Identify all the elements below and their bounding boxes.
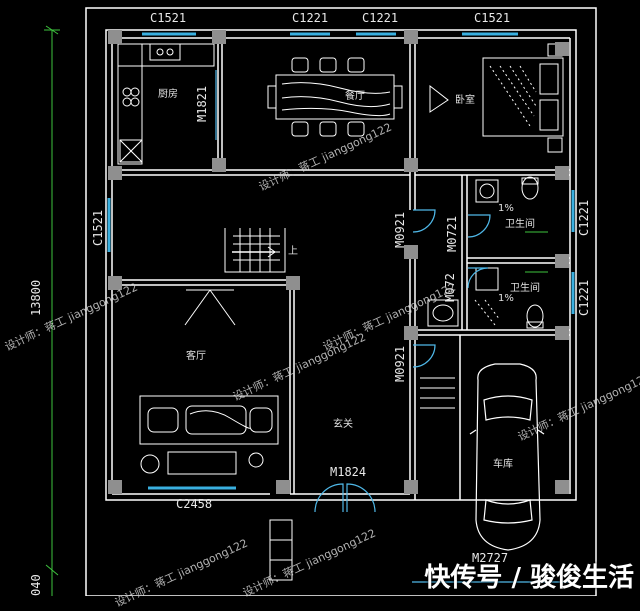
room-label-bath2: 卫生间: [510, 283, 540, 294]
staircase: [224, 228, 286, 273]
slope-label-1: 1%: [498, 203, 514, 214]
room-label-dining: 餐厅: [345, 91, 365, 102]
room-label-kitchen: 厨房: [158, 89, 178, 100]
door-label-entrance: M1824: [330, 465, 367, 479]
dimension-small: 040: [29, 574, 43, 596]
dining-table: [267, 57, 403, 137]
window-label-top2: C1221: [292, 11, 329, 25]
columns: [108, 30, 569, 494]
outer-walls: [85, 7, 597, 596]
room-label-foyer: 玄关: [333, 419, 353, 430]
slope-label-2: 1%: [498, 293, 514, 304]
interior-walls: [112, 38, 570, 500]
door-label-kitchen: M1821: [195, 85, 209, 122]
window-label-top3: C1221: [362, 11, 399, 25]
brand-watermark: 快传号 / 骏俊生活: [424, 563, 634, 593]
entry-steps: [269, 377, 455, 581]
floor-plan: [44, 7, 597, 596]
bath-markers: [525, 231, 548, 273]
window-label-top1: C1521: [150, 11, 187, 25]
kitchen-fixtures: [117, 43, 215, 165]
door-label-garage: M2727: [472, 551, 509, 565]
bed: [429, 43, 564, 153]
stair-up-label: 上: [288, 246, 298, 257]
windows: [107, 32, 575, 490]
room-label-bedroom: 卧室: [455, 95, 475, 106]
dimension-total-depth: 13800: [29, 279, 43, 316]
door-label-bedroom: M0921: [393, 211, 407, 248]
sofa-set: [139, 395, 279, 475]
door-label-hall: M0921: [393, 345, 407, 382]
door-label-bath-upper: M0721: [445, 215, 459, 252]
car: [469, 363, 545, 551]
window-label-right2: C1221: [577, 279, 591, 316]
door-swings: [215, 70, 570, 583]
room-label-garage: 车库: [493, 459, 513, 470]
window-label-left: C1521: [91, 209, 105, 246]
light-fixture: [184, 289, 236, 326]
window-label-right1: C1221: [577, 199, 591, 236]
dimension-lines: [44, 25, 60, 596]
bathroom-fixtures: [427, 176, 544, 329]
window-label-top4: C1521: [474, 11, 511, 25]
window-label-bottom: C2458: [176, 497, 213, 511]
room-label-living: 客厅: [186, 351, 206, 362]
room-label-bath1: 卫生间: [505, 219, 535, 230]
